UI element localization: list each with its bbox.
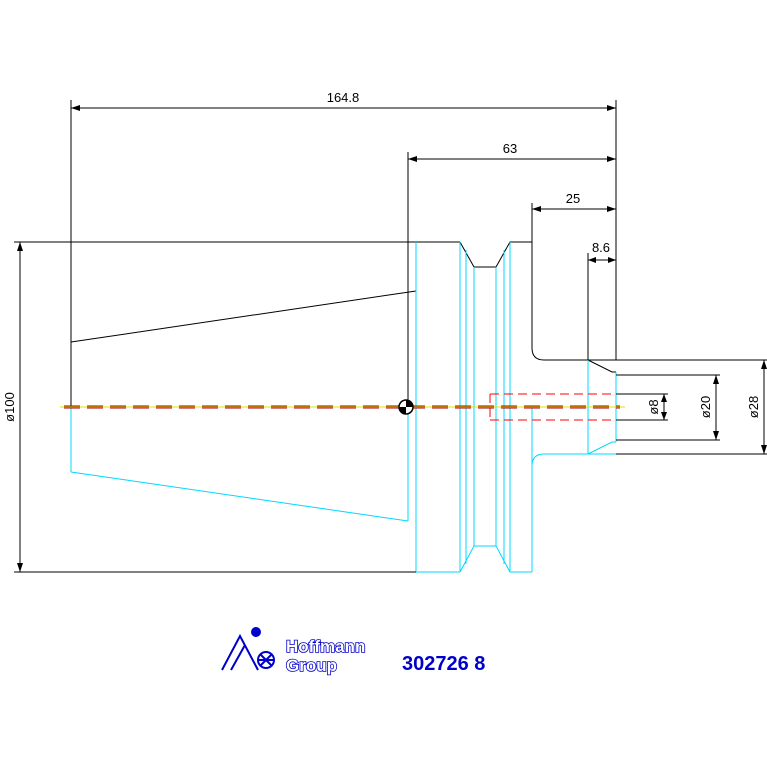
gauge-point-marker	[398, 399, 414, 415]
dim-collar-diameter: ø28	[746, 396, 761, 418]
logo-text-line1: Hoffmann	[286, 637, 365, 656]
dimensions	[14, 100, 767, 573]
logo-text-line2: Group	[286, 656, 337, 675]
upper-profile	[20, 241, 616, 407]
part-number: 302726 8	[402, 653, 485, 675]
hoffmann-group-logo: Hoffmann Group	[221, 627, 366, 676]
dim-shank-diameter: ø20	[698, 396, 713, 418]
dim-shank-length: 25	[566, 191, 580, 206]
dimension-arrowheads	[17, 105, 767, 572]
dim-tip-length: 8.6	[592, 240, 610, 255]
dim-flange-diameter: ø100	[2, 392, 17, 422]
dim-taper-length: 63	[503, 141, 517, 156]
hidden-bore	[489, 393, 616, 421]
dim-overall-length: 164.8	[327, 90, 360, 105]
dim-bore-diameter: ø8	[646, 399, 661, 414]
logo-mark-icon	[221, 627, 275, 671]
